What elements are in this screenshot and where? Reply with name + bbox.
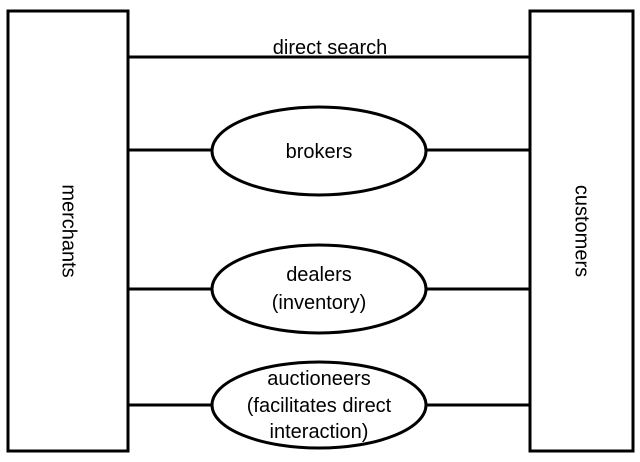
auctioneers-label: auctioneers: [267, 368, 370, 390]
dealers-sublabel: (inventory): [272, 292, 366, 314]
customers-box: [528, 9, 635, 453]
auctioneers-sublabel-2: interaction): [270, 421, 369, 443]
dealers-label: dealers: [286, 264, 352, 286]
brokers-node: brokers: [210, 105, 428, 197]
brokers-label: brokers: [286, 141, 353, 163]
auctioneers-ellipse: [210, 360, 428, 450]
dealers-node: dealers (inventory): [210, 243, 428, 335]
dealers-ellipse: [210, 243, 428, 335]
direct-search-label: direct search: [273, 37, 388, 59]
auctioneers-sublabel-1: (facilitates direct: [247, 395, 392, 417]
customers-label: customers: [571, 185, 593, 277]
merchants-box: [6, 9, 130, 453]
brokers-ellipse: [210, 105, 428, 197]
merchants-label: merchants: [58, 184, 80, 277]
auctioneers-node: auctioneers (facilitates direct interact…: [210, 360, 428, 450]
